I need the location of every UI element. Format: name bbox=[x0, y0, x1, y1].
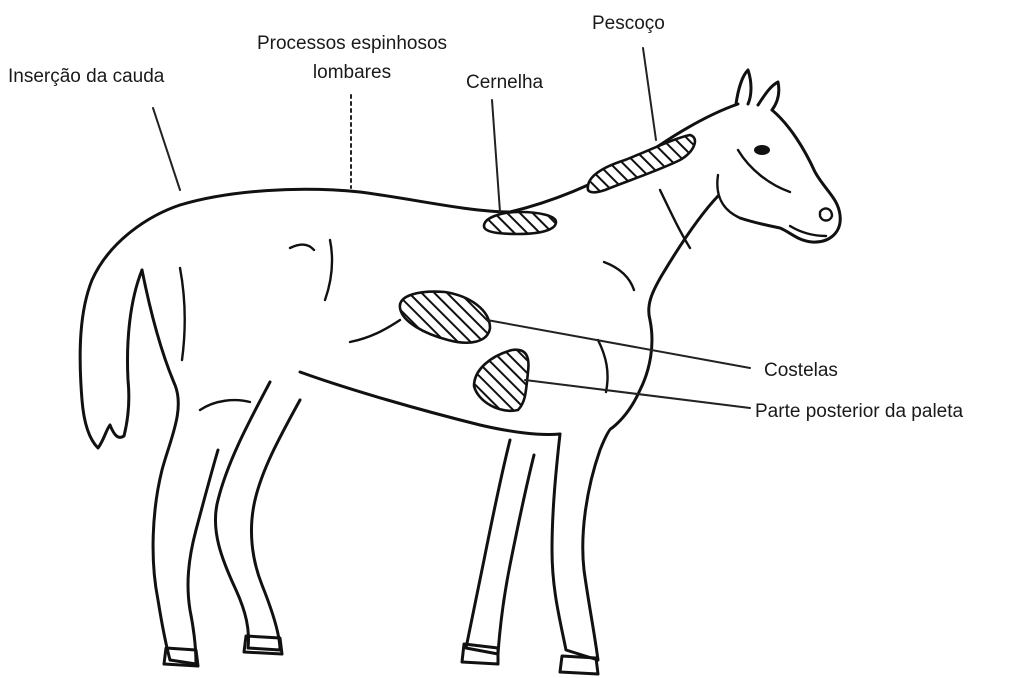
horse-mouth bbox=[790, 226, 826, 236]
label-lumbar-line1: Processos espinhosos bbox=[257, 33, 447, 54]
horse-front-hoof-near bbox=[560, 656, 598, 674]
horse-hind-leg-far bbox=[215, 382, 300, 650]
horse-ears bbox=[736, 70, 779, 110]
label-neck: Pescoço bbox=[592, 13, 665, 34]
zone-behind-shoulder bbox=[474, 350, 528, 411]
leader-neck bbox=[643, 48, 656, 140]
zone-ribs bbox=[400, 292, 490, 343]
horse-nostril bbox=[820, 209, 832, 221]
zone-withers bbox=[484, 212, 556, 234]
leader-tail-insertion bbox=[153, 108, 180, 190]
horse-chest-outline bbox=[612, 320, 652, 428]
fat-zones bbox=[400, 135, 695, 411]
horse-hindquarter-outline bbox=[142, 270, 178, 660]
horse-shoulder-detail bbox=[598, 190, 690, 392]
horse-hind-leg-near bbox=[170, 450, 218, 664]
horse-front-leg-near bbox=[552, 428, 612, 660]
horse-jaw bbox=[717, 150, 790, 218]
horse-face-outline bbox=[740, 110, 840, 242]
leader-behind-shoulder bbox=[525, 380, 750, 408]
horse-eye bbox=[754, 145, 770, 155]
leader-withers bbox=[492, 100, 500, 212]
zone-neck bbox=[588, 135, 695, 192]
horse-drawing bbox=[80, 70, 840, 674]
horse-hind-muscle bbox=[180, 240, 400, 410]
horse-tail-outline bbox=[80, 205, 180, 448]
horse-front-leg-far bbox=[466, 440, 534, 654]
leader-lines bbox=[153, 48, 750, 408]
label-lumbar-line2: lombares bbox=[313, 62, 391, 83]
label-tail-insertion: Inserção da cauda bbox=[8, 66, 165, 87]
label-behind-shoulder: Parte posterior da paleta bbox=[755, 401, 964, 422]
label-ribs: Costelas bbox=[764, 360, 838, 381]
horse-throat-outline bbox=[649, 196, 718, 320]
label-withers: Cernelha bbox=[466, 72, 544, 93]
